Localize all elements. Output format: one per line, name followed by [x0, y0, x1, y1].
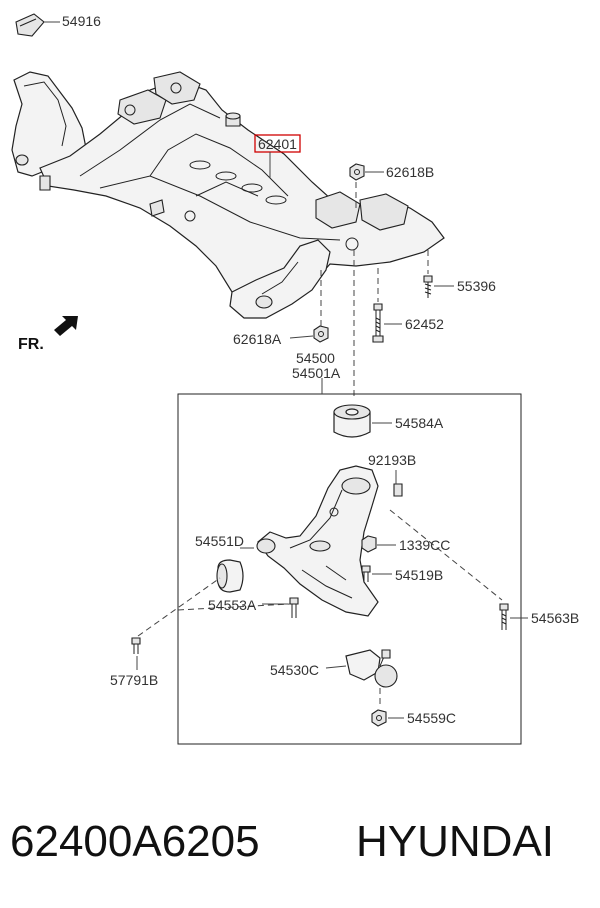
front-direction-arrow-icon	[54, 316, 78, 336]
callout-62401: 62401	[258, 136, 297, 152]
callout-54519b: 54519B	[395, 567, 443, 583]
callout-55396: 55396	[457, 278, 496, 294]
nut-1339cc-part	[361, 535, 377, 553]
callout-54584a: 54584A	[395, 415, 444, 431]
callout-62452: 62452	[405, 316, 444, 332]
crossmember-62401-part	[11, 71, 445, 319]
part-number-text: 62400A6205	[10, 817, 260, 866]
pin-92193b-part	[393, 483, 403, 497]
bolt-62452-part	[372, 303, 384, 343]
callout-54563b: 54563B	[531, 610, 579, 626]
nut-62618a-part	[313, 325, 329, 343]
callout-54551d: 54551D	[195, 533, 244, 549]
callout-62401-highlight-box	[254, 134, 301, 153]
callout-54501a: 54501A	[292, 365, 341, 381]
bolt-54519b-part	[361, 565, 371, 582]
callout-62618a: 62618A	[233, 331, 282, 347]
bolt-54553a-part	[289, 597, 299, 618]
ball-joint-54530c-part	[345, 649, 398, 688]
callout-54530c: 54530C	[270, 662, 319, 678]
bolt-57791b-part	[131, 637, 141, 654]
callout-54916: 54916	[62, 13, 101, 29]
bushing-54584a-part	[333, 404, 371, 438]
callout-54559c: 54559C	[407, 710, 456, 726]
nut-62618b-part	[349, 163, 365, 181]
bolt-54563b-part	[499, 603, 509, 630]
callout-54500: 54500	[296, 350, 335, 366]
lower-control-arm-part	[256, 465, 379, 617]
nut-54559c-part	[371, 709, 387, 727]
callout-62618b: 62618B	[386, 164, 434, 180]
brand-name-text: HYUNDAI	[356, 817, 554, 866]
callout-1339cc: 1339CC	[399, 537, 450, 553]
clip-54916-part	[15, 13, 45, 37]
callout-92193b: 92193B	[368, 452, 416, 468]
lower-arm-assembly-frame	[177, 393, 522, 745]
front-direction-label: FR.	[18, 336, 44, 353]
callout-54553a: 54553A	[208, 597, 257, 613]
bushing-54553a-part	[216, 559, 244, 593]
bolt-55396-part	[423, 275, 433, 298]
callout-57791b: 57791B	[110, 672, 158, 688]
